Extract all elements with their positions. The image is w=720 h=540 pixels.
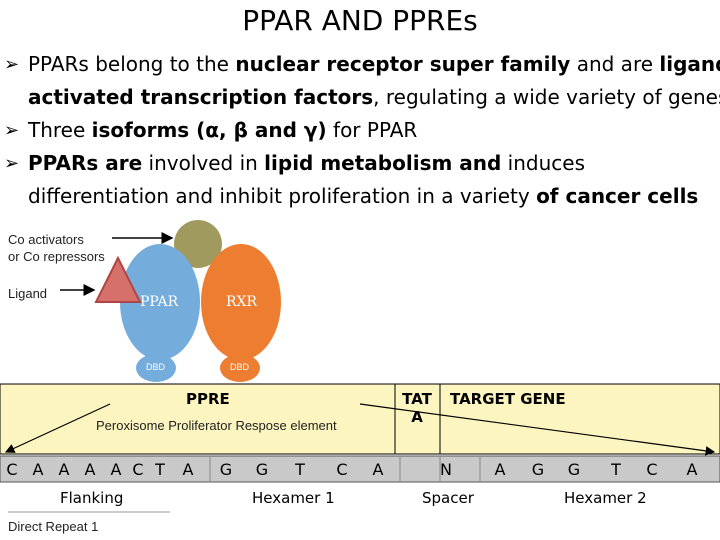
- hexamer2-label: Hexamer 2: [564, 489, 647, 507]
- target-gene-label: TARGET GENE: [450, 390, 566, 408]
- ppar-shape: [120, 244, 200, 360]
- sequence-base: A: [85, 460, 96, 479]
- sequence-base: T: [610, 460, 621, 479]
- bullet-1-continuation: activated transcription factors, regulat…: [28, 85, 720, 109]
- rxr-label: RXR: [226, 294, 258, 310]
- flanking-label: Flanking: [60, 489, 124, 507]
- sequence-base: N: [440, 460, 452, 479]
- arrow-bullet-icon: ➢: [4, 54, 20, 75]
- sequence-base: G: [256, 460, 268, 479]
- ppre-full-label: Peroxisome Proliferator Respose element: [96, 418, 337, 433]
- sequence-base: A: [111, 460, 122, 479]
- sequence-base: A: [495, 460, 506, 479]
- ppre-left-arrow: [4, 403, 111, 453]
- sequence-base: T: [294, 460, 305, 479]
- dbd-left-shape: [136, 354, 176, 382]
- ppar-label: PPAR: [140, 294, 179, 310]
- sequence-base: G: [532, 460, 544, 479]
- sequence-base: A: [59, 460, 70, 479]
- sequence-base: A: [687, 460, 698, 479]
- coactivator-circle: [174, 220, 222, 268]
- sequence-base: G: [220, 460, 232, 479]
- sequence-row: [0, 455, 720, 483]
- sequence-base: A: [183, 460, 194, 479]
- sequence-base: C: [132, 460, 143, 479]
- sequence-base: T: [154, 460, 165, 479]
- slide-title: PPAR AND PPREs: [242, 4, 478, 37]
- dbd-right-shape: [220, 354, 260, 382]
- ligand-triangle: [94, 255, 142, 303]
- hexamer1-label: Hexamer 1: [252, 489, 335, 507]
- rxr-shape: [201, 244, 281, 360]
- sequence-base: C: [646, 460, 657, 479]
- dbd-right-label: DBD: [230, 362, 250, 372]
- bullet-list: ➢ PPARs belong to the nuclear receptor s…: [4, 48, 720, 213]
- bullet-3-continuation: differentiation and inhibit proliferatio…: [28, 184, 699, 208]
- coactivators-label: Co activators or Co repressors: [8, 232, 105, 264]
- spacer-label: Spacer: [422, 489, 474, 507]
- sequence-base: C: [336, 460, 347, 479]
- tata-label: TAT A: [402, 390, 432, 426]
- dna-band: [0, 383, 720, 455]
- sequence-base: A: [373, 460, 384, 479]
- ligand-label: Ligand: [8, 286, 48, 301]
- ppre-label: PPRE: [186, 390, 230, 408]
- tata-box: [394, 383, 441, 455]
- bullet-1: ➢ PPARs belong to the nuclear receptor s…: [4, 48, 720, 81]
- sequence-base: C: [6, 460, 17, 479]
- ppre-right-arrow: [359, 403, 716, 456]
- arrow-bullet-icon: ➢: [4, 120, 20, 141]
- direct-repeat-label: Direct Repeat 1: [8, 519, 99, 534]
- dbd-left-label: DBD: [146, 362, 166, 372]
- sequence-base: G: [568, 460, 580, 479]
- bullet-2: ➢ Three isoforms (α, β and γ) for PPAR: [4, 114, 720, 147]
- arrow-bullet-icon: ➢: [4, 153, 20, 174]
- sequence-base: A: [33, 460, 44, 479]
- bullet-3: ➢ PPARs are involved in lipid metabolism…: [4, 147, 720, 180]
